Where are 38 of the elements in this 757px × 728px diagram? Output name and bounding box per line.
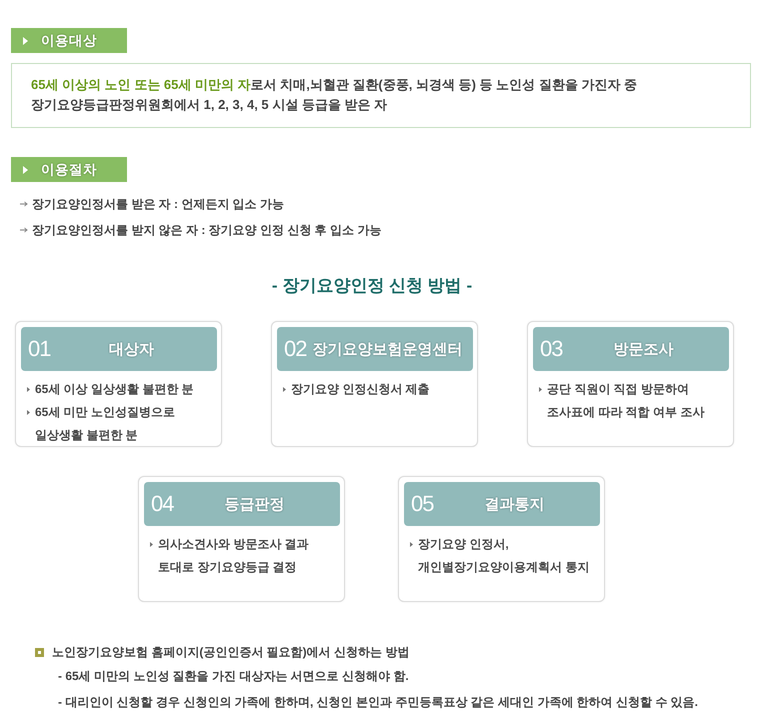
step-number: 04 <box>151 491 174 517</box>
step-header <box>533 327 729 371</box>
note-text: - 65세 미만의 노인성 질환을 가진 대상자는 서면으로 신청해야 함. <box>58 668 409 685</box>
step-title: 방문조사 <box>614 340 674 358</box>
step-description: 65세 미만 노인성질병으로 일상생활 불편한 분 <box>35 404 176 444</box>
procedure-text: 장기요양인정서를 받은 자 : 언제든지 입소 가능 <box>32 196 284 213</box>
note-text: - 대리인이 신청할 경우 신청인의 가족에 한하며, 신청인 본인과 주민등록표상 같은 세대인 가족에 한하여 신청할 수 있음. <box>58 694 698 711</box>
step-description: 65세 이상 일상생활 불편한 분 <box>35 381 194 398</box>
step-number: 01 <box>28 336 50 362</box>
step-description: 장기요양 인정신청서 제출 <box>291 381 430 398</box>
step-number: 03 <box>540 336 562 362</box>
step-card <box>138 476 345 602</box>
step-header <box>21 327 217 371</box>
step-card <box>271 321 478 447</box>
info-box <box>11 63 751 128</box>
step-header <box>277 327 473 371</box>
step-number: 05 <box>411 491 434 517</box>
step-header <box>404 482 600 526</box>
step-card <box>15 321 222 447</box>
step-title: 대상자 <box>109 340 154 358</box>
step-card <box>527 321 734 447</box>
section-title: 이용절차 <box>41 160 97 178</box>
step-description: 장기요양 인정서, 개인별장기요양이용계획서 통지 <box>418 536 590 576</box>
step-header <box>144 482 340 526</box>
step-description: 공단 직원이 직접 방문하여 조사표에 따라 적합 여부 조사 <box>547 381 706 421</box>
step-title: 장기요양보험운영센터 <box>312 340 463 358</box>
procedure-text: 장기요양인정서를 받지 않은 자 : 장기요양 인정 신청 후 입소 가능 <box>32 222 382 239</box>
step-title: 결과통지 <box>484 494 545 514</box>
section-heading: - 장기요양인정 신청 방법 - <box>272 275 472 297</box>
section-title: 이용대상 <box>41 32 97 50</box>
section-tab <box>11 28 127 53</box>
step-title: 등급판정 <box>224 494 285 514</box>
step-card <box>398 476 605 602</box>
step-description: 의사소견사와 방문조사 결과 토대로 장기요양등급 결정 <box>158 536 310 576</box>
section-tab <box>11 157 127 182</box>
info-text: 65세 이상의 노인 또는 65세 미만의 자로서 치매,뇌혈관 질환(중풍, 뇌경색 등) 등 노인성 질환을 가진자 중 장기요양등급판정위원회에서 1, 2, 3, 4, 5 시설 등급을 받은 자 <box>31 76 638 114</box>
note-heading: 노인장기요양보험 홈페이지(공인인증서 필요함)에서 신청하는 방법 <box>52 644 410 661</box>
step-number: 02 <box>284 336 306 362</box>
